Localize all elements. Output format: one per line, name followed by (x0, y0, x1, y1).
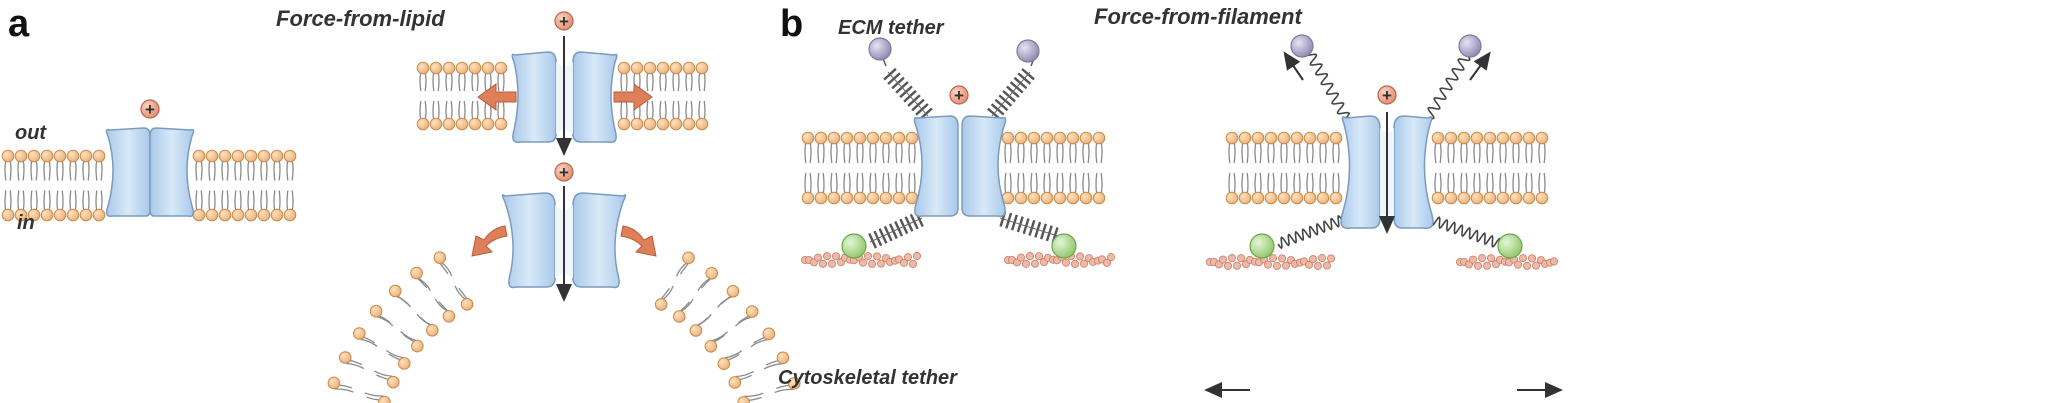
channel-closed (105, 127, 195, 218)
label-in: in (17, 212, 35, 234)
curvature-arrow-left (471, 225, 508, 257)
lipid-bilayer (1, 149, 297, 222)
cation-symbol: + (559, 12, 569, 31)
curvature-arrow-right (620, 225, 657, 257)
cation-icon: + (554, 11, 574, 31)
cation-icon: + (949, 85, 969, 105)
panel-b-letter: b (780, 3, 803, 45)
label-cytoskeletal-tether: Cytoskeletal tether (778, 367, 958, 389)
tension-arrow-right (613, 83, 653, 111)
cation-icon: + (554, 162, 574, 182)
cation-icon: + (1377, 85, 1397, 105)
tethered-channel-closed: + (801, 37, 1116, 268)
channel-closed (913, 115, 1007, 217)
lipid-bilayer (801, 131, 1106, 205)
channel-open-pulled (1340, 115, 1434, 229)
panel-b-title: Force-from-filament (1094, 4, 1303, 29)
panel-a-title: Force-from-lipid (276, 6, 445, 31)
cation-symbol: + (559, 163, 569, 182)
tethers (801, 37, 1116, 268)
panel-a-letter: a (8, 3, 30, 45)
cation-icon: + (140, 99, 160, 119)
lipid-bilayer-curved (327, 251, 801, 403)
pull-arrow-ecm-right (1469, 51, 1491, 81)
pull-arrow-ecm-left (1283, 51, 1304, 81)
panel-a: a Force-from-lipid + out in (1, 3, 801, 403)
cation-symbol: + (954, 86, 964, 105)
label-out: out (15, 122, 47, 144)
cation-symbol: + (1382, 86, 1392, 105)
cation-symbol: + (145, 100, 155, 119)
tethers (1206, 34, 1559, 270)
lipid-bilayer (1225, 131, 1549, 205)
tethered-channel-open: + (1204, 34, 1563, 398)
label-ecm-tether: ECM tether (838, 17, 945, 39)
bilayer-left-closed: + out in (1, 99, 297, 234)
panel-b: b Force-from-filament ECM tether Cytoske… (778, 3, 1563, 398)
bilayer-stretched-open: + (416, 11, 709, 156)
tension-arrow-left (477, 83, 517, 111)
channel-open-stretched (511, 51, 618, 143)
bilayer-curved-open: + (327, 162, 801, 403)
